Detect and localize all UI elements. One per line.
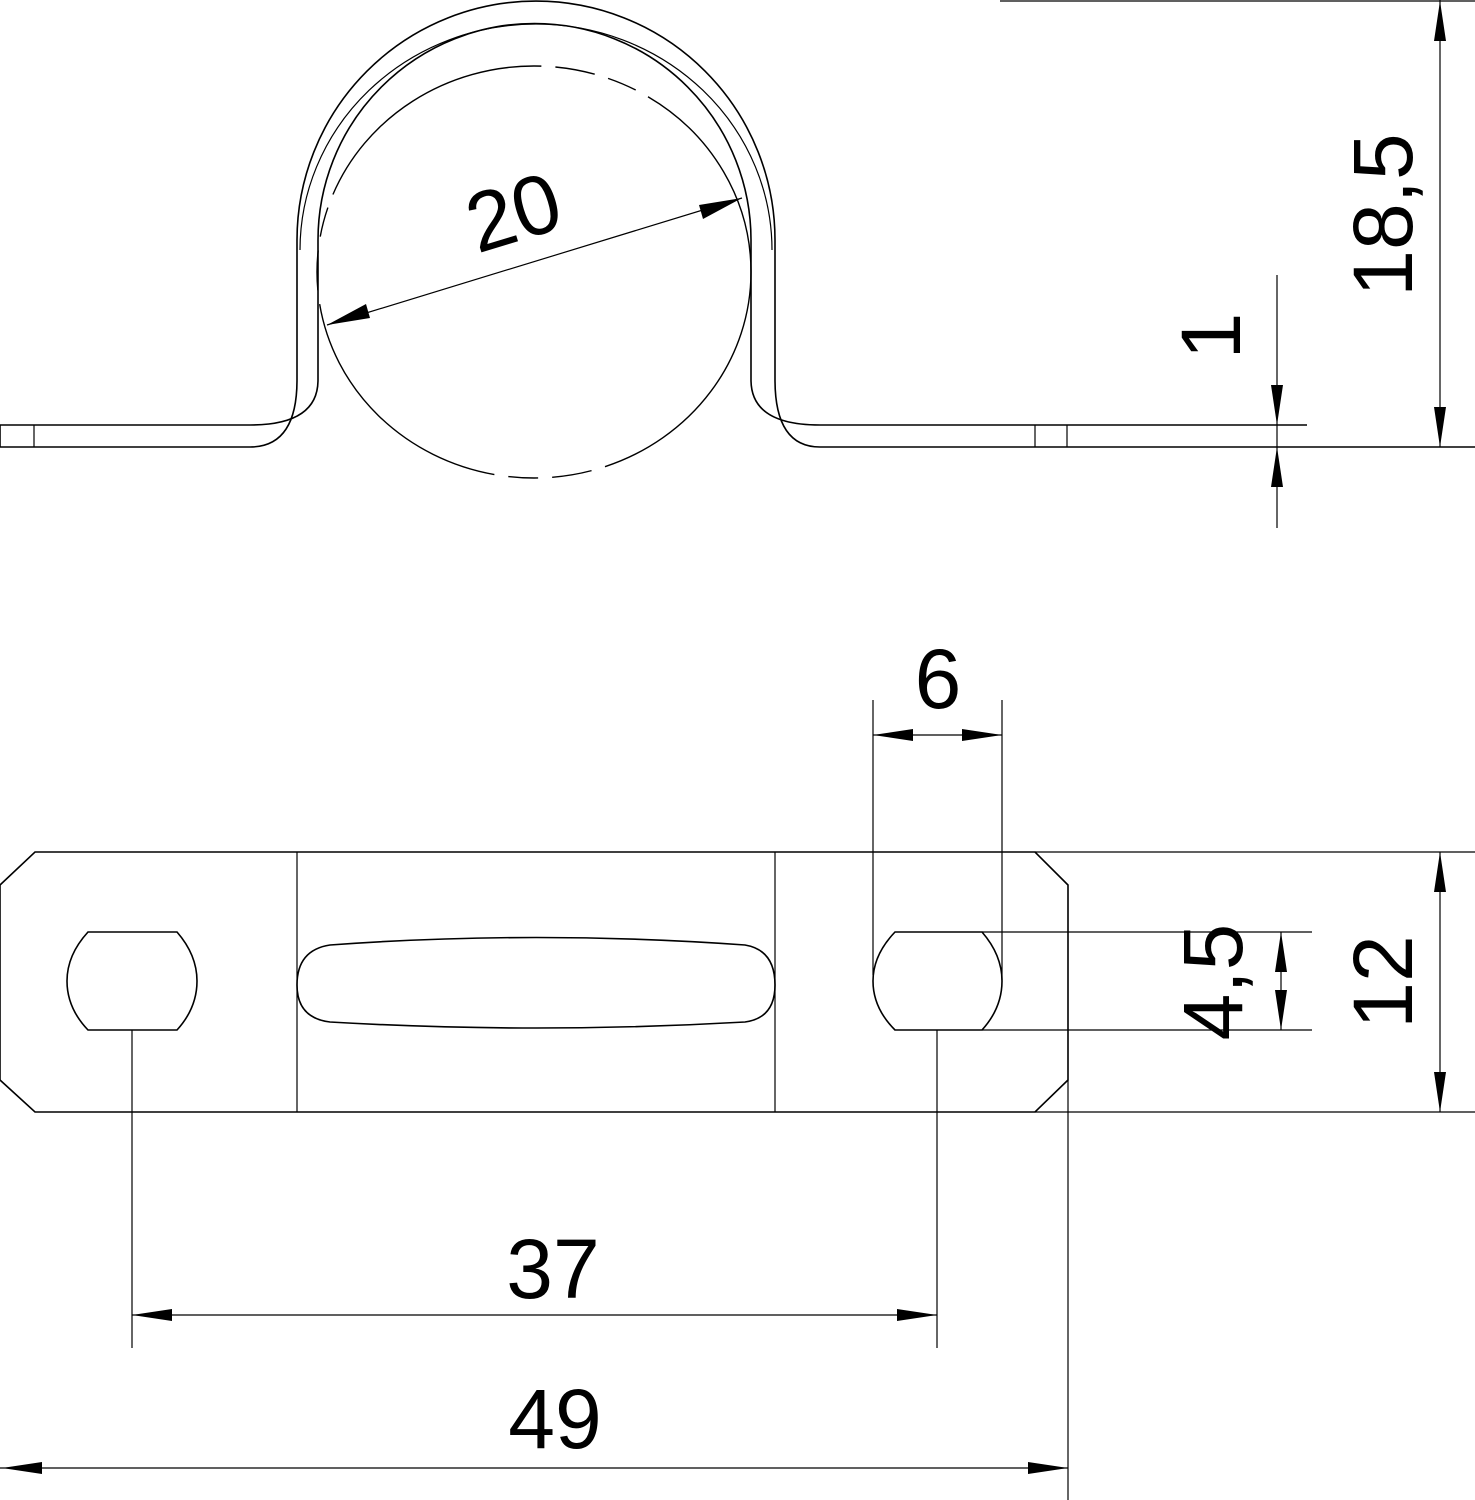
dimension-label-37: 37 xyxy=(506,1222,599,1316)
arrowhead xyxy=(1271,385,1283,425)
arrowhead xyxy=(1434,407,1446,447)
arrowhead xyxy=(1434,1,1446,41)
dimension-label-12: 12 xyxy=(1336,935,1430,1028)
arrowhead xyxy=(327,304,370,325)
arrowhead xyxy=(1028,1462,1068,1474)
diameter-dimension-line xyxy=(326,197,743,326)
arrowhead xyxy=(1275,990,1287,1030)
arrowhead xyxy=(1275,932,1287,972)
arrowhead xyxy=(1434,1072,1446,1112)
pipe-circle xyxy=(316,65,752,479)
arrowhead xyxy=(1434,852,1446,892)
strap-outer-profile xyxy=(0,0,1475,448)
arrowhead xyxy=(873,729,913,741)
right-mounting-hole xyxy=(872,931,1003,1031)
strap-inner-profile xyxy=(0,22,1307,426)
dimension-label-49: 49 xyxy=(508,1372,601,1466)
dimension-label-20: 20 xyxy=(455,154,572,271)
strap-middle-arc xyxy=(299,23,773,251)
arrowhead xyxy=(1271,447,1283,487)
arrowhead xyxy=(897,1309,937,1321)
arrowhead xyxy=(132,1309,172,1321)
side-view: 20 1 18,5 xyxy=(0,0,1475,528)
arrowhead xyxy=(2,1462,42,1474)
dimension-label-6: 6 xyxy=(915,632,962,726)
dimension-label-4-5: 4,5 xyxy=(1166,924,1260,1041)
top-view: 6 4,5 12 37 49 xyxy=(0,632,1475,1500)
dimension-label-18-5: 18,5 xyxy=(1336,133,1430,297)
arrowhead xyxy=(699,198,742,219)
left-mounting-hole xyxy=(66,931,198,1031)
dimension-label-1: 1 xyxy=(1164,313,1258,360)
arrowhead xyxy=(962,729,1002,741)
center-slot xyxy=(296,936,776,1029)
plate-outline xyxy=(0,851,1069,1113)
